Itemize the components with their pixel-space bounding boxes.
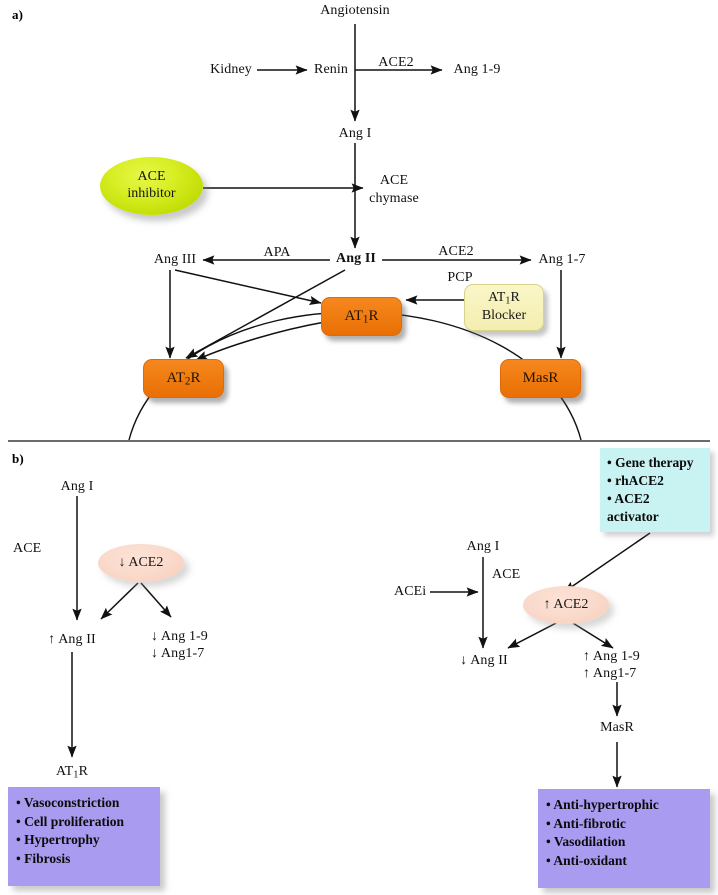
b-right-ace2-ellipse[interactable]: ↑ ACE2 — [523, 586, 609, 624]
b-right-ang1-7: ↑ Ang1-7 — [583, 666, 637, 681]
b-left-outcome-item: • Vasoconstriction — [16, 795, 120, 810]
b-right-acei: ACEi — [394, 584, 427, 599]
ace-inhibitor-line2: inhibitor — [127, 186, 176, 201]
enzyme-pcp: PCP — [447, 270, 473, 285]
enzyme-chymase: chymase — [369, 191, 419, 206]
b-left-ace2-ellipse[interactable]: ↓ ACE2 — [98, 544, 184, 582]
b-right-outcome-item: • Anti-oxidant — [546, 852, 627, 868]
b-right-outcomes-list: • Anti-hypertrophic • Anti-fibrotic • Va… — [546, 796, 702, 871]
b-right-therapy-item: • ACE2 — [607, 490, 650, 506]
b-right-outcome-item: • Vasodilation — [546, 834, 626, 850]
b-left-outcome-item: • Cell proliferation — [16, 813, 124, 829]
arrow-angIII-to-at1r — [174, 269, 322, 306]
receptor-at2r[interactable]: AT2R — [143, 359, 224, 398]
receptor-at1r[interactable]: AT1R — [321, 297, 402, 336]
b-left-outcomes-list: • Vasoconstriction • Cell proliferation … — [16, 794, 152, 869]
panel-a-tag: a) — [12, 7, 24, 22]
arrow-b-right-ace2-to-ang179 — [567, 619, 614, 649]
node-kidney: Kidney — [210, 62, 252, 77]
enzyme-ace2-right: ACE2 — [438, 244, 474, 259]
node-renin: Renin — [314, 62, 348, 77]
arrow-at1r-to-at2r — [195, 321, 326, 361]
b-right-therapy-list: • Gene therapy • rhACE2 • ACE2 activator — [607, 454, 702, 526]
node-angiotensin: Angiotensin — [320, 3, 390, 18]
b-right-therapy-box: • Gene therapy • rhACE2 • ACE2 activator — [600, 448, 710, 532]
b-right-outcome-item: • Anti-hypertrophic — [546, 797, 659, 812]
node-angIII: Ang III — [153, 252, 197, 267]
b-left-outcome-item: • Fibrosis — [16, 850, 71, 866]
at1r-blocker-line2: Blocker — [481, 307, 527, 323]
b-left-angI: Ang I — [60, 479, 94, 494]
arrow-b-right-therapy-to-ace2 — [563, 532, 651, 593]
arrow-b-left-ace2-to-ang179 — [140, 582, 172, 618]
ace-inhibitor-ellipse[interactable]: ACE inhibitor — [100, 157, 203, 215]
receptor-masr[interactable]: MasR — [500, 359, 581, 398]
b-right-ace: ACE — [492, 567, 521, 582]
arrow-b-right-ace2-to-angII — [507, 619, 563, 649]
b-right-outcomes-box: • Anti-hypertrophic • Anti-fibrotic • Va… — [538, 789, 710, 888]
b-left-outcome-item: • Hypertrophy — [16, 832, 100, 848]
b-right-therapy-item: • rhACE2 — [607, 472, 664, 488]
b-right-therapy-item: • Gene therapy — [607, 455, 694, 470]
b-left-at1r: AT1R — [55, 764, 89, 781]
node-angII: Ang II — [336, 251, 376, 266]
arrow-b-left-ace2-to-angII — [100, 582, 139, 620]
enzyme-ace2-top: ACE2 — [378, 55, 414, 70]
enzyme-apa: APA — [263, 245, 291, 260]
b-right-angII: ↓ Ang II — [460, 653, 508, 668]
node-ang1-7: Ang 1-7 — [538, 252, 586, 267]
b-left-ace2-label: ↓ ACE2 — [118, 555, 164, 570]
b-left-ace: ACE — [13, 541, 42, 556]
receptor-at2r-label: AT2R — [166, 369, 201, 388]
b-right-therapy-item: activator — [607, 508, 659, 524]
at1r-blocker-line1: AT1R — [488, 290, 520, 307]
b-left-ang1-7: ↓ Ang1-7 — [151, 646, 205, 661]
ace-inhibitor-line1: ACE — [137, 169, 166, 185]
b-right-outcome-item: • Anti-fibrotic — [546, 815, 626, 831]
enzyme-ace: ACE — [379, 173, 409, 188]
b-left-outcomes-box: • Vasoconstriction • Cell proliferation … — [8, 787, 160, 886]
b-left-ang1-9: ↓ Ang 1-9 — [151, 629, 208, 644]
receptor-at1r-label: AT1R — [344, 307, 379, 326]
panel-b-tag: b) — [12, 451, 24, 466]
receptor-masr-label: MasR — [522, 370, 559, 386]
b-left-angII: ↑ Ang II — [48, 632, 96, 647]
b-right-angI: Ang I — [466, 539, 500, 554]
at1r-blocker-box[interactable]: AT1R Blocker — [464, 284, 544, 331]
node-angI: Ang I — [338, 126, 372, 141]
node-ang1-9: Ang 1-9 — [453, 62, 501, 77]
b-right-ace2-label: ↑ ACE2 — [543, 597, 589, 612]
b-right-ang1-9: ↑ Ang 1-9 — [583, 649, 640, 664]
b-right-masr: MasR — [600, 720, 634, 735]
